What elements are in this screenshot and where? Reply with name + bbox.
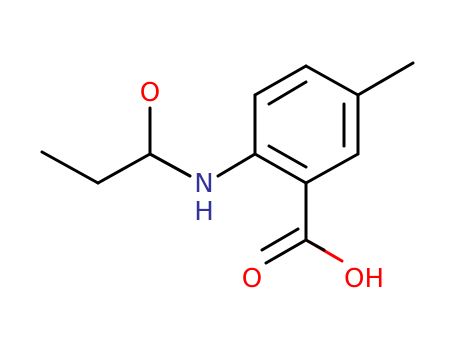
ring-double-bond-inner-1 [267,80,308,106]
ethyl-bond [40,150,100,185]
carbonyl-to-ethyl-bond [96,152,152,185]
methyl-bond [356,61,415,97]
hydroxyl-label: OH [344,264,384,294]
ring-bond-c5-c6 [253,152,308,185]
carboxylic-acid-group [260,181,344,265]
ring-bond-c1-c2 [253,64,308,97]
carboxyl-double-bond-b [260,227,300,252]
carboxyl-double-bond-a [264,238,308,265]
hydrogen-label: H [194,197,214,227]
ring-to-nitrogen-bond [216,152,257,178]
acid-oxygen-label: O [242,264,262,294]
nitrogen-label: N [194,169,213,199]
nitrogen-to-carbonyl-bond [148,152,192,178]
amide-oxygen-label: O [140,78,160,108]
ring-bond-c2-c3 [304,64,360,97]
carboxyl-single-bond-black [304,238,326,252]
ring-bond-c4-c5 [304,152,360,185]
amide-group [40,106,257,185]
ring-double-bond-inner-3 [267,144,308,169]
benzene-ring [253,64,360,185]
